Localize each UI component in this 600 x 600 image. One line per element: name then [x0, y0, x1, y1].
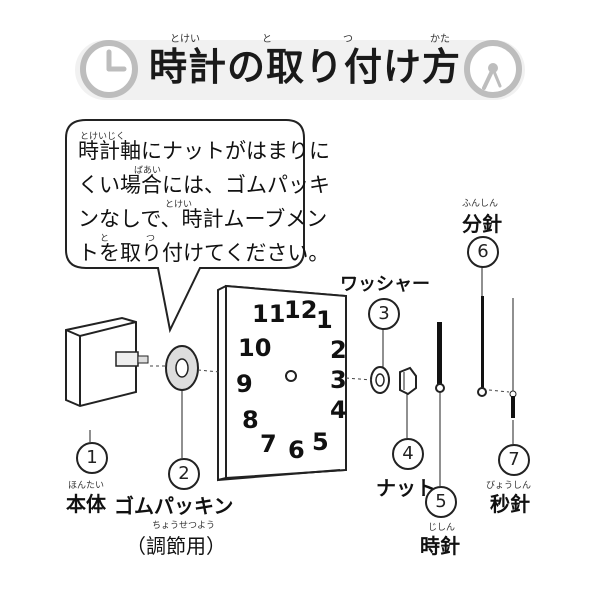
part-label-5: 時針	[420, 534, 460, 558]
nut	[399, 366, 417, 396]
callout-line-2: くい場合には、ゴムパッキ	[78, 173, 330, 197]
title-ruby-4: かた	[430, 34, 450, 45]
face-number-8: 8	[242, 406, 259, 434]
part-number-4: 4	[392, 438, 424, 470]
part-sublabel-2: （調節用）	[126, 534, 226, 558]
face-number-1: 1	[316, 306, 333, 334]
title-ruby-3: つ	[343, 34, 353, 45]
clock-icon	[80, 40, 138, 98]
face-number-7: 7	[260, 430, 277, 458]
face-number-3: 3	[330, 366, 347, 394]
part-number-7: 7	[498, 444, 530, 476]
part-number-6: 6	[467, 236, 499, 268]
hands-icon	[464, 40, 522, 98]
face-number-12: 12	[284, 296, 318, 324]
part-number-1: 1	[76, 442, 108, 474]
part-label-3: ワッシャー	[340, 274, 430, 295]
second-hand	[509, 298, 517, 418]
callout-line-1: 時計軸にナットがはまりに	[78, 139, 330, 163]
movement-body	[65, 316, 149, 408]
callout-line-3: ンなしで、時計ムーブメン	[78, 207, 328, 231]
face-number-11: 11	[252, 300, 286, 328]
part-ruby-6: ふんしん	[462, 199, 499, 209]
face-number-6: 6	[288, 436, 305, 464]
part-label-6: 分針	[462, 212, 502, 236]
callout-ruby-1: とけいじく	[80, 132, 126, 142]
callout-line-4: トを取り付けてください。	[78, 241, 330, 265]
callout-ruby-4: と	[100, 234, 110, 244]
part-number-2: 2	[168, 458, 200, 490]
minute-hand	[477, 296, 487, 397]
title-bar	[75, 40, 525, 100]
part-ruby-2: ちょうせつよう	[152, 521, 216, 531]
part-label-2: ゴムパッキン	[114, 494, 234, 518]
part-ruby-1: ほんたい	[68, 481, 105, 491]
title-ruby-1: とけい	[170, 34, 200, 45]
page-title: 時計の取り付け方	[148, 45, 461, 89]
part-ruby-5: じしん	[428, 523, 456, 533]
washer	[370, 366, 390, 394]
callout-ruby-2: ばあい	[134, 166, 162, 176]
part-label-7: 秒針	[490, 492, 530, 516]
face-number-5: 5	[312, 428, 329, 456]
hour-hand	[435, 322, 445, 393]
part-number-3: 3	[368, 298, 400, 330]
callout-ruby-3: とけい	[165, 200, 193, 210]
callout-bubble	[65, 119, 305, 334]
title-ruby-2: と	[262, 34, 272, 45]
rubber-packing	[165, 345, 199, 391]
part-label-1: 本体	[66, 492, 106, 516]
face-number-9: 9	[236, 370, 253, 398]
part-number-5: 5	[425, 486, 457, 518]
leader-lines	[89, 264, 514, 486]
callout-ruby-5: つ	[146, 234, 156, 244]
face-number-4: 4	[330, 396, 347, 424]
assembly-axis	[150, 365, 510, 393]
clock-face-board	[217, 284, 347, 482]
part-ruby-7: びょうしん	[486, 481, 532, 491]
face-number-2: 2	[330, 336, 347, 364]
face-number-10: 10	[238, 334, 272, 362]
